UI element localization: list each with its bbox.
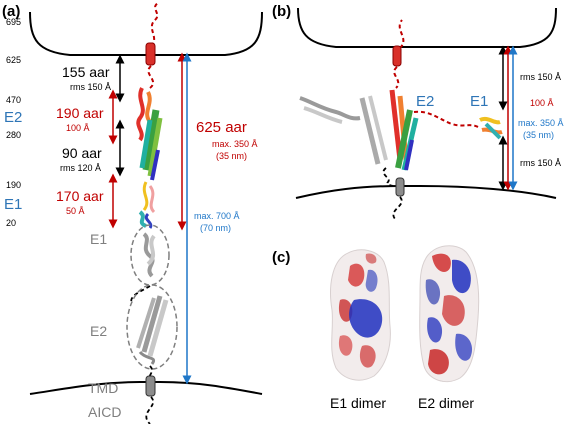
label-e1-b: E1 (470, 93, 488, 110)
aicd-tail-b (392, 196, 403, 221)
chain-mid-a (147, 65, 155, 89)
seg2-aar: 190 aar (56, 105, 104, 121)
seg4-dist: 50 Å (66, 206, 85, 216)
seg4-aar: 170 aar (56, 188, 104, 204)
gray-label-e2: E2 (90, 323, 107, 339)
chain-mid-b (393, 66, 400, 89)
colored-protein-a (136, 87, 163, 229)
domain-label-e1-a: E1 (4, 196, 22, 213)
residue-280: 280 (6, 130, 21, 140)
gray-e2-structure-a (136, 295, 169, 365)
seg3-rms: rms 120 Å (60, 163, 101, 173)
total-aar: 625 aar (196, 119, 247, 136)
residue-190: 190 (6, 180, 21, 190)
e2-dimer-label: E2 dimer (418, 395, 474, 411)
e1-ellipse-a (130, 224, 170, 286)
max-line2-b: (35 nm) (523, 130, 554, 140)
gray-structure-left-b (299, 95, 388, 165)
rms-top-b: rms 150 Å (520, 72, 561, 82)
max-line1-b: max. 350 Å (518, 118, 564, 128)
e2-dimer-surface (419, 245, 480, 382)
panel-a-label: (a) (2, 3, 20, 20)
residue-470: 470 (6, 95, 21, 105)
chain-top-a (150, 2, 159, 47)
e2-ellipse-a (126, 284, 178, 370)
blue-max-line2: (70 nm) (200, 223, 231, 233)
residue-20: 20 (6, 218, 16, 228)
gray-e1-structure-a (142, 232, 156, 278)
seg1-aar: 155 aar (62, 64, 110, 80)
gray-label-aicd: AICD (88, 404, 121, 420)
seg1-rms: rms 150 Å (70, 82, 111, 92)
rms-bottom-b: rms 150 Å (520, 158, 561, 168)
top-membrane-b (297, 7, 557, 48)
dist-b: 100 Å (530, 98, 554, 108)
residue-625: 625 (6, 55, 21, 65)
seg3-aar: 90 aar (62, 145, 102, 161)
total-nm: (35 nm) (216, 151, 247, 161)
chain-e1-b (413, 110, 481, 129)
gray-label-tmd: TMD (88, 380, 118, 396)
residue-695: 695 (6, 17, 21, 27)
domain-label-e2-a: E2 (4, 109, 22, 126)
gray-label-e1: E1 (90, 231, 107, 247)
total-max: max. 350 Å (212, 139, 258, 149)
panel-c-label: (c) (272, 249, 290, 266)
colored-structure-b (389, 89, 419, 171)
tm-helix-top-a (145, 42, 156, 66)
e1-dimer-surface (330, 249, 391, 381)
seg2-dist: 100 Å (66, 123, 90, 133)
tm-helix-bottom-b (395, 177, 405, 197)
chain-top-b (398, 19, 405, 49)
aicd-tail-a (145, 396, 154, 424)
colored-e1-b (479, 116, 503, 140)
panel-b-label: (b) (272, 3, 291, 20)
tm-helix-top-b (392, 45, 402, 67)
bottom-membrane-b (295, 185, 557, 199)
e1-dimer-label: E1 dimer (330, 395, 386, 411)
label-e2-b: E2 (416, 93, 434, 110)
blue-max-line1: max. 700 Å (194, 211, 240, 221)
tm-helix-bottom-a (145, 375, 156, 397)
linker-b (382, 167, 398, 189)
